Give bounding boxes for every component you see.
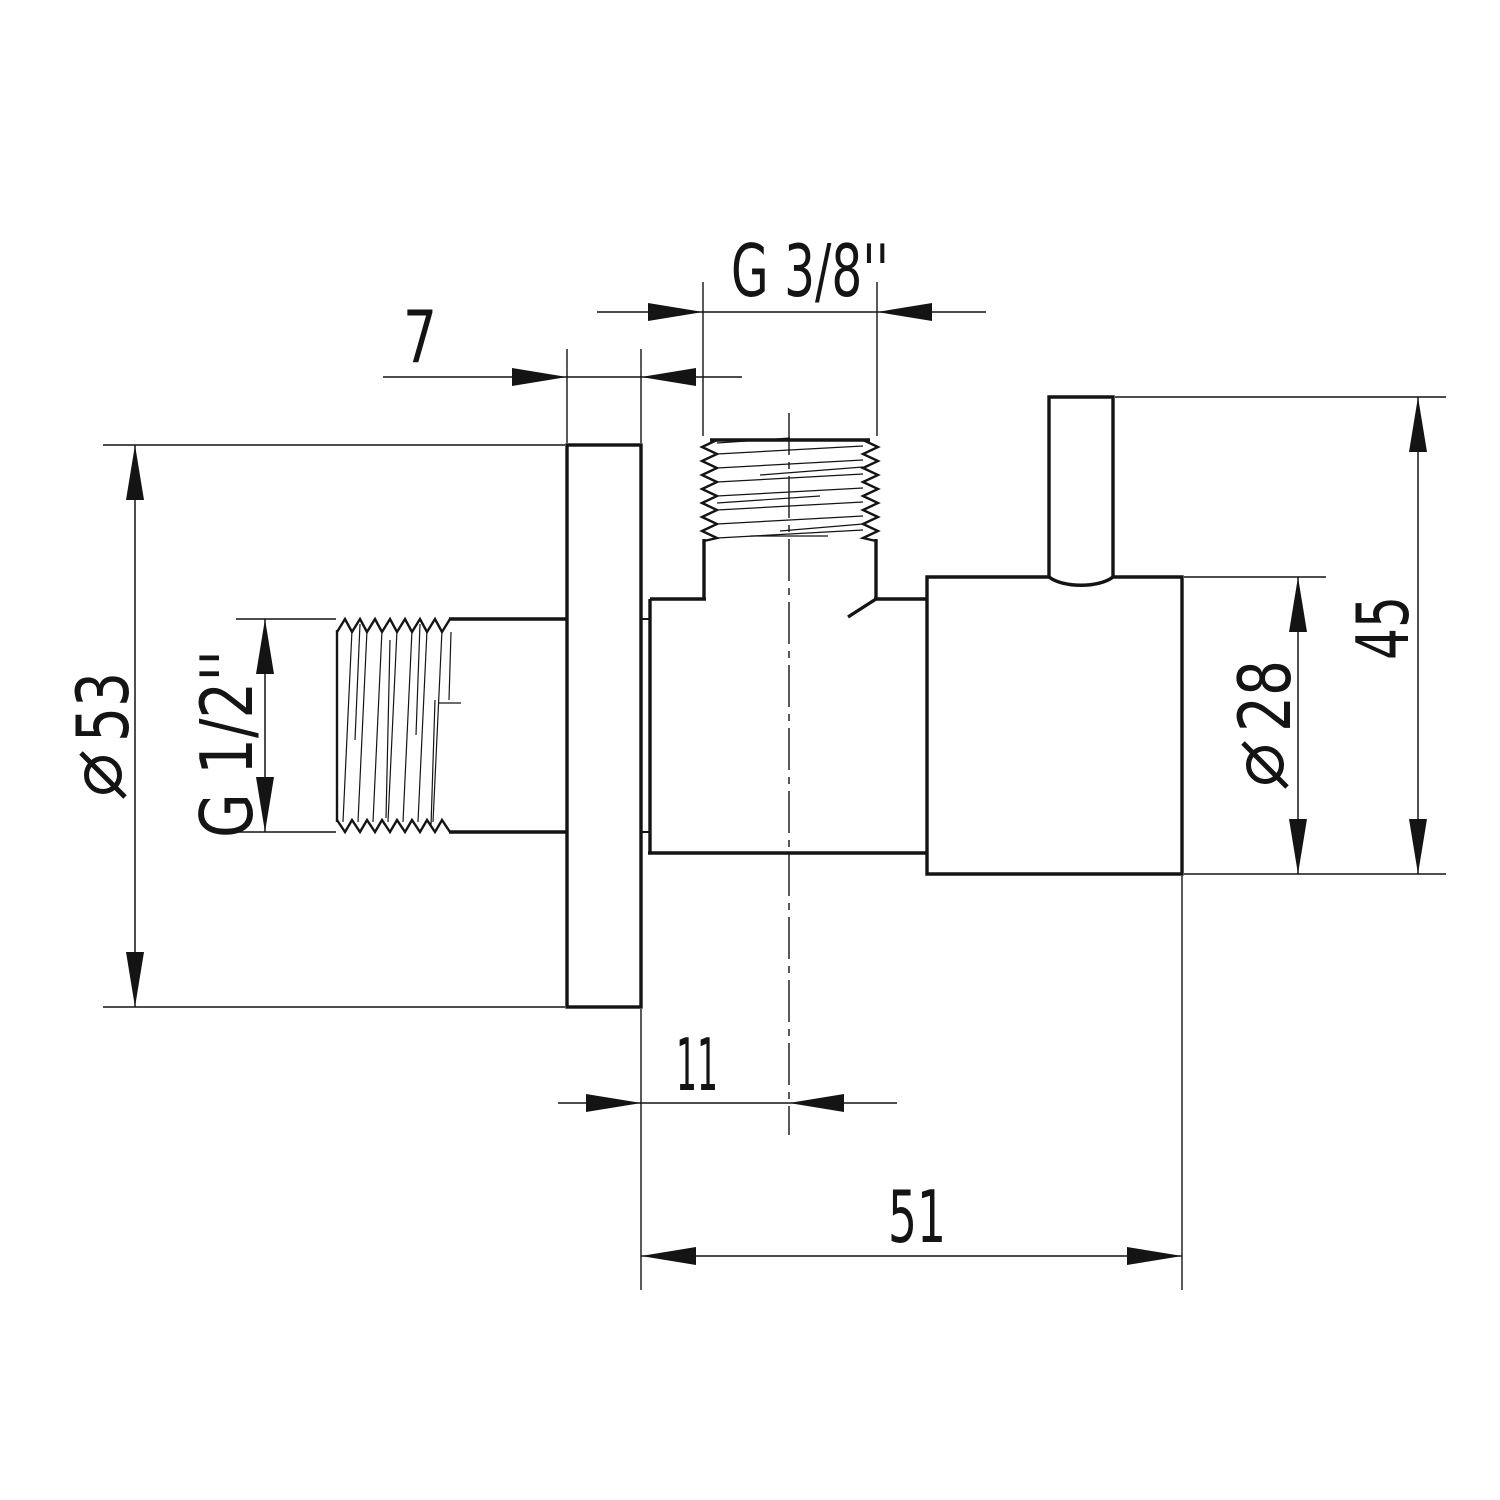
- dimension-label-total-height: 45: [1341, 596, 1425, 660]
- thread-runout-mark: [448, 631, 452, 701]
- seat-chamfer-line: [847, 597, 877, 619]
- diameter-symbol: [1241, 741, 1289, 789]
- dimension-total-length: 51: [641, 876, 1183, 1290]
- dimension-label-total-length: 51: [888, 1175, 946, 1259]
- diameter-symbol: [79, 751, 127, 799]
- wall-flange: [565, 443, 643, 1009]
- dimension-inlet-thread: G 1/2'': [185, 618, 336, 838]
- outlet-pipe-thread: [699, 437, 881, 600]
- dimension-label-inlet-thread: G 1/2'': [185, 650, 269, 838]
- dimension-center-offset: 11: [558, 1009, 897, 1290]
- dimension-outlet-thread: G 3/8'': [597, 229, 986, 436]
- dimension-flange-thickness: 7: [383, 295, 742, 443]
- dimension-label-flange-thickness: 7: [403, 295, 437, 379]
- valve-body: [648, 597, 929, 855]
- dimension-label-flange-diameter: 53: [61, 672, 145, 742]
- handle-stem: [1047, 395, 1115, 585]
- dimension-flange-diameter: 53: [61, 444, 565, 1008]
- dimension-total-height: 45: [1115, 396, 1446, 874]
- dimension-label-center-offset: 11: [676, 1023, 718, 1107]
- dimension-label-outlet-thread: G 3/8'': [731, 229, 889, 313]
- inlet-pipe-thread: [335, 616, 568, 835]
- valve-head: [925, 575, 1184, 876]
- dimension-label-head-diameter: 28: [1223, 660, 1307, 732]
- dimension-head-diameter: 28: [1184, 576, 1446, 875]
